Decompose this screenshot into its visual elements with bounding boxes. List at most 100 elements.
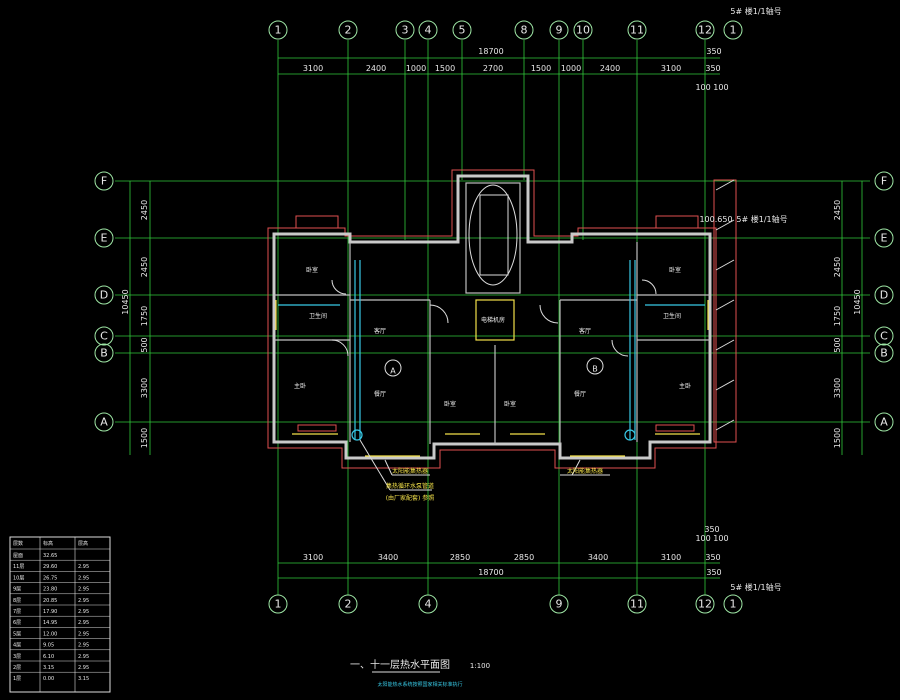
schedule-cell-11-2: 3.15	[78, 676, 89, 682]
axis-top-10-bubble	[723, 20, 743, 40]
schedule-cell-8-0: 4层	[13, 643, 21, 649]
schedule-cell-2-2: 2.95	[78, 575, 89, 581]
dim-top-seg-9: 350	[705, 64, 720, 73]
dim-left-seg-5: 1500	[140, 428, 149, 448]
axis-row-left-3: C	[100, 330, 108, 343]
schedule-cell-0-0: 屋面	[13, 553, 23, 559]
room-label-8: 餐厅	[574, 390, 586, 398]
schedule-cell-3-0: 9层	[13, 587, 21, 593]
dim-bottom-seg-1: 3400	[378, 553, 398, 562]
axis-row-left-4-bubble	[94, 343, 114, 363]
schedule-header-1: 标高	[43, 540, 53, 547]
dim-top-sub: 100 100	[695, 83, 728, 92]
level-schedule-table	[9, 536, 111, 693]
axis-top-10: 1	[730, 24, 737, 37]
axis-row-left-5: A	[100, 416, 108, 429]
dim-left-total: 10450	[121, 289, 130, 314]
dim-top-seg-3: 1500	[435, 64, 455, 73]
callout-leaders	[359, 439, 610, 491]
unit-b-label: B	[592, 365, 598, 374]
room-label-7: 客厅	[579, 327, 591, 335]
axis-bottom-1-bubble	[338, 594, 358, 614]
callout-0: 太阳能集热器	[392, 467, 428, 475]
axis-top-5-bubble	[514, 20, 534, 40]
dim-bottom-seg-3: 2850	[514, 553, 534, 562]
room-label-0: 卧室	[306, 266, 318, 274]
dim-top-seg-6: 1000	[561, 64, 581, 73]
axis-row-left-2-bubble	[94, 285, 114, 305]
schedule-cell-2-1: 26.75	[43, 575, 57, 581]
dim-right-total: 10450	[853, 289, 862, 314]
axis-top-3-bubble	[418, 20, 438, 40]
dim-left-seg-3: 500	[140, 337, 149, 352]
axis-top-4-bubble	[452, 20, 472, 40]
axis-row-left-1: E	[101, 232, 108, 245]
drawing-title: 一、十一层热水平面图	[350, 658, 450, 671]
schedule-cell-7-1: 12.00	[43, 631, 57, 637]
schedule-header-2: 层高	[78, 540, 88, 547]
room-label-9: 主卧	[679, 382, 691, 390]
schedule-cell-10-2: 2.95	[78, 665, 89, 671]
building-plan	[267, 169, 737, 469]
unit-markers	[384, 357, 604, 377]
axis-top-2: 3	[402, 24, 409, 37]
schedule-cell-5-0: 7层	[13, 609, 21, 615]
room-label-3: 主卧	[294, 382, 306, 390]
axis-bottom-5: 12	[698, 598, 712, 611]
axis-top-7-bubble	[573, 20, 593, 40]
dim-top-total: 18700	[478, 47, 503, 56]
dim-left-seg-4: 3300	[140, 378, 149, 398]
callout-2: (由厂家配套) 参照	[386, 494, 435, 502]
axis-row-right-1-bubble	[874, 228, 894, 248]
axis-bottom-0: 1	[275, 598, 282, 611]
axis-row-right-5: A	[880, 416, 888, 429]
axis-row-right-5-bubble	[874, 412, 894, 432]
dim-top-seg-2: 1000	[406, 64, 426, 73]
dim-bottom-seg-6: 350	[705, 553, 720, 562]
axis-row-left-0-bubble	[94, 171, 114, 191]
callout-3: 太阳能集热器	[567, 467, 603, 475]
dim-bottom-sub: 100 100	[695, 534, 728, 543]
axis-row-left-5-bubble	[94, 412, 114, 432]
axis-bottom-3-bubble	[549, 594, 569, 614]
schedule-cell-4-1: 20.85	[43, 598, 57, 604]
dim-right-seg-2: 1750	[833, 306, 842, 326]
dim-bottom-total: 18700	[478, 568, 503, 577]
axis-bottom-3: 9	[556, 598, 563, 611]
dim-top-seg-8: 3100	[661, 64, 681, 73]
axis-row-left-2: D	[100, 289, 108, 302]
schedule-cell-11-1: 0.00	[43, 676, 54, 682]
dim-top-seg-0: 3100	[303, 64, 323, 73]
axis-row-right-4-bubble	[874, 343, 894, 363]
axis-top-6-bubble	[549, 20, 569, 40]
room-label-6: 卧室	[504, 400, 516, 408]
axis-top-4: 5	[459, 24, 466, 37]
dim-top-seg-7: 2400	[600, 64, 620, 73]
axis-row-left-3-bubble	[94, 326, 114, 346]
schedule-cell-2-0: 10层	[13, 575, 24, 581]
room-label-11: 卫生间	[663, 312, 681, 320]
axis-top-1-bubble	[338, 20, 358, 40]
dim-top-seg-4: 2700	[483, 64, 503, 73]
axis-top-8: 11	[630, 24, 644, 37]
drawing-scale: 1:100	[470, 662, 490, 670]
axis-top-5: 8	[521, 24, 528, 37]
schedule-cell-4-0: 8层	[13, 598, 21, 604]
axis-top-9: 12	[698, 24, 712, 37]
drawing-note: 太阳能热水系统按照国家相关标准执行	[377, 681, 462, 688]
dim-bottom-seg-5: 3100	[661, 553, 681, 562]
room-label-4: 餐厅	[374, 390, 386, 398]
schedule-cell-7-2: 2.95	[78, 631, 89, 637]
schedule-cell-6-1: 14.95	[43, 620, 57, 626]
room-label-2: 客厅	[374, 327, 386, 335]
axis-bottom-2-bubble	[418, 594, 438, 614]
elevator-label: 电梯机房	[481, 316, 505, 324]
dim-top-seg-1: 2400	[366, 64, 386, 73]
schedule-cell-11-0: 1层	[13, 676, 21, 682]
axis-row-left-0: F	[101, 175, 107, 188]
schedule-cell-4-2: 2.95	[78, 598, 89, 604]
dim-left-seg-2: 1750	[140, 306, 149, 326]
axis-bottom-0-bubble	[268, 594, 288, 614]
schedule-cell-0-1: 32.65	[43, 553, 57, 559]
axis-bottom-4: 11	[630, 598, 644, 611]
